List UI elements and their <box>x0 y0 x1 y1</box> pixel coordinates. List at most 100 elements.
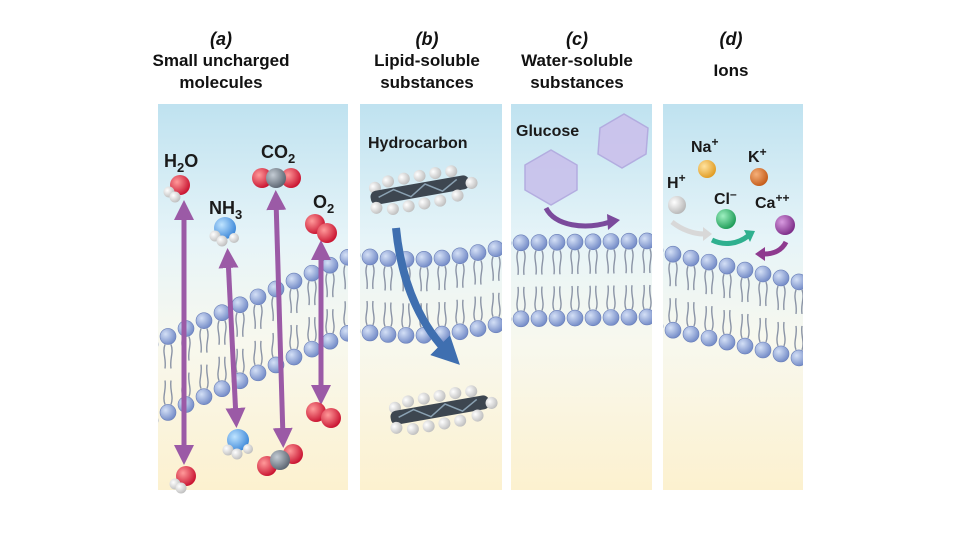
lipid-tail <box>253 304 257 329</box>
lipid-tail <box>764 281 768 307</box>
lipid-tail <box>588 285 592 311</box>
lipid-tail <box>674 261 678 287</box>
lipid-tail <box>425 267 429 292</box>
lipid-tail <box>259 304 263 329</box>
lipid-tail <box>540 250 544 275</box>
phospholipid-head <box>339 324 348 342</box>
lipid-tail <box>355 263 356 287</box>
hydrogen-ion-label: H+ <box>667 171 686 192</box>
lipid-tail <box>443 265 447 291</box>
phospholipid-head <box>584 309 602 327</box>
lipid-tail <box>401 303 405 328</box>
lipid-tails <box>506 248 652 312</box>
lipid-tail <box>153 388 154 412</box>
phospholipid-head <box>285 272 303 290</box>
lipid-tail <box>455 263 459 288</box>
phospholipid-head <box>512 310 530 328</box>
lipid-tail <box>746 277 750 303</box>
potassium-ion-label: K+ <box>748 145 767 166</box>
carbon-dioxide-molecule-outside <box>252 168 301 188</box>
phospholipid-head <box>790 273 803 291</box>
phospholipid-head <box>548 234 566 251</box>
lipid-tail <box>522 286 526 312</box>
lipid-tail <box>740 313 744 339</box>
phospholipid-head <box>682 249 700 267</box>
lipid-tail <box>612 285 616 310</box>
phospholipid-head <box>159 404 177 421</box>
phospholipid-head <box>754 265 772 283</box>
phospholipid-head <box>530 310 548 327</box>
panel-c-title-line2: substances <box>530 73 624 92</box>
lipid-tail <box>794 289 798 315</box>
lipid-tail <box>506 251 507 275</box>
lipid-tails <box>668 261 803 351</box>
lipid-tail <box>668 261 672 287</box>
lipid-tail <box>630 285 634 310</box>
lipid-tail <box>348 263 349 287</box>
lipid-tail <box>794 325 798 351</box>
lipid-heads <box>663 245 803 367</box>
lipid-tail <box>704 269 708 295</box>
lipid-tail <box>365 300 369 326</box>
lipid-tail <box>624 285 628 310</box>
lipid-tail <box>668 298 672 323</box>
carbon-dioxide-label: CO2 <box>261 142 295 166</box>
lipid-tail <box>205 364 209 389</box>
glucose-blocked-arrow <box>543 206 611 229</box>
lipid-tail <box>163 380 167 405</box>
lipid-tail <box>389 302 393 327</box>
lipid-tail <box>506 287 507 311</box>
lipid-tail <box>642 248 646 274</box>
chloride-ion-blocked-arrow <box>710 233 750 246</box>
panel-a-heading: (a) Small uncharged molecules <box>146 28 296 94</box>
phospholipid-head <box>469 320 487 337</box>
lipid-tail <box>674 298 678 323</box>
phospholipid-head <box>566 309 584 327</box>
lipid-tail <box>558 286 562 311</box>
lipid-tail <box>704 306 708 331</box>
phospholipid-head <box>249 288 267 306</box>
glucose-molecule-left <box>524 149 578 206</box>
lipid-tail <box>479 260 483 285</box>
phospholipid-head <box>213 380 231 398</box>
hydrocarbon-molecule-inside <box>388 385 498 435</box>
lipid-tail <box>576 249 580 275</box>
phospholipid-head <box>736 261 754 279</box>
lipid-tail <box>686 302 690 327</box>
lipid-tail <box>594 249 598 274</box>
lipid-tail <box>692 265 696 291</box>
phospholipid-head <box>285 348 303 366</box>
lipid-tail <box>776 321 780 347</box>
ammonia-diffusion-arrow <box>218 248 246 428</box>
lipid-heads <box>511 232 652 328</box>
lipid-tail <box>461 263 465 288</box>
phospholipid-head <box>158 418 159 423</box>
phospholipid-head <box>379 326 397 343</box>
lipid-tail <box>576 285 580 311</box>
phospholipid-head <box>469 244 487 261</box>
lipid-tail <box>722 309 726 335</box>
lipid-tail <box>351 301 352 325</box>
phospholipid-head <box>620 308 638 326</box>
panel-a-letter: (a) <box>210 29 232 49</box>
panel-a-title-line1: Small uncharged <box>152 51 290 70</box>
lipid-tail <box>491 292 495 318</box>
hydrogen-ion <box>668 196 686 214</box>
lipid-tail <box>686 265 690 291</box>
lipid-tail <box>153 352 154 376</box>
phospholipid-head <box>700 329 718 347</box>
lipid-tail <box>348 299 349 323</box>
lipid-tail <box>764 317 768 343</box>
lipid-tail <box>295 288 299 314</box>
lipid-tail <box>389 266 393 291</box>
lipid-tail <box>552 286 556 311</box>
lipid-tail <box>606 249 610 274</box>
glucose-blocked-arrowhead <box>607 214 620 230</box>
lipid-tail <box>782 321 786 347</box>
lipid-tail <box>343 265 347 290</box>
chloride-ion-label: Cl– <box>714 187 737 208</box>
lipid-tail <box>146 352 147 376</box>
lipid-tail <box>497 292 501 318</box>
oxygen-label: O2 <box>313 192 334 216</box>
panel-c-title-line1: Water-soluble <box>521 51 633 70</box>
